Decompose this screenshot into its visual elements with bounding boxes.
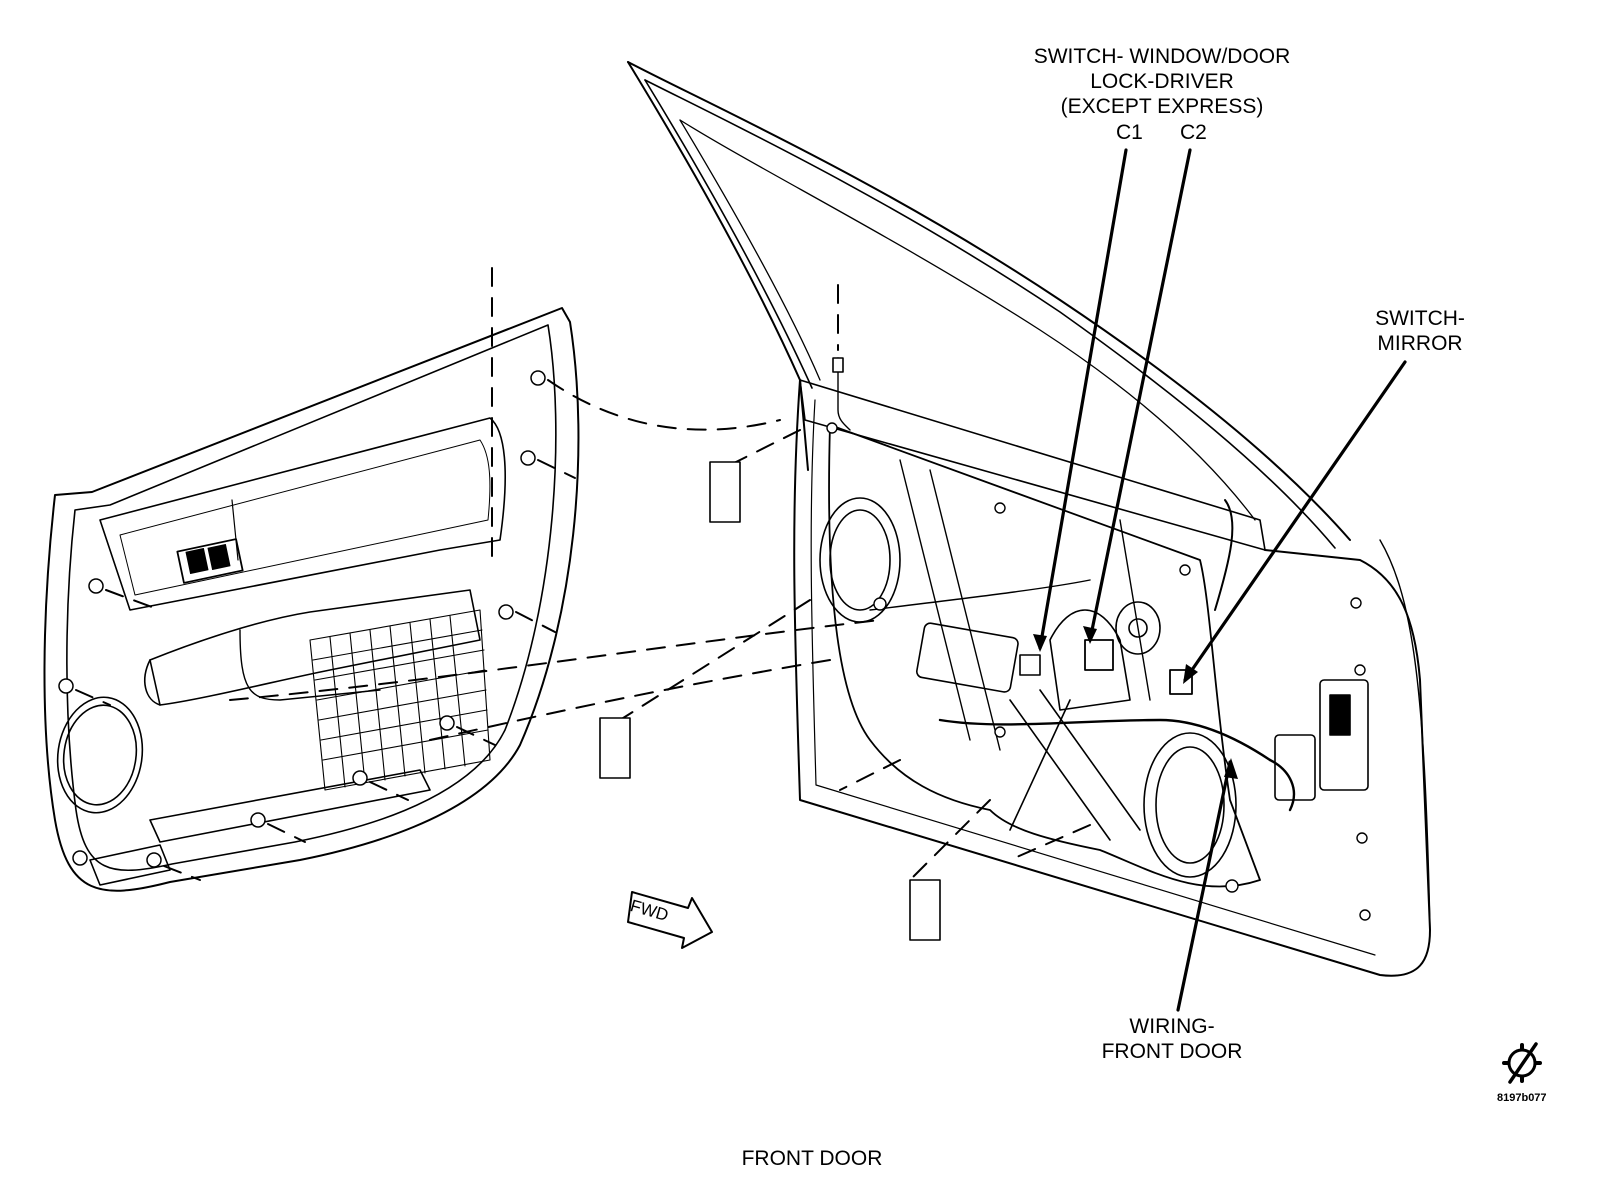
label-switch-mirror: SWITCH- MIRROR	[1375, 306, 1465, 356]
label-line-3: (EXCEPT EXPRESS)	[1060, 95, 1264, 118]
assembly-dash-lines-left	[75, 267, 881, 881]
leader-wiring-front-door	[1176, 760, 1232, 1012]
label-c1: C1	[1116, 121, 1143, 144]
figure-caption: FRONT DOOR	[741, 1147, 883, 1170]
seal-pads	[599, 461, 941, 941]
leader-switch-mirror	[1183, 360, 1407, 682]
door-trim-panel	[43, 307, 580, 892]
crossed-gear-icon	[1502, 1042, 1542, 1084]
label-line-1: SWITCH- WINDOW/DOOR	[1033, 45, 1291, 68]
assembly-dash-lines-right	[619, 284, 1091, 881]
figure-code: 8197b077	[1497, 1092, 1547, 1104]
leader-c2	[1088, 148, 1192, 642]
fwd-arrow-icon	[627, 891, 713, 949]
label-line-2: MIRROR	[1377, 332, 1463, 355]
label-line-2: FRONT DOOR	[1101, 1040, 1243, 1063]
callout-leaders	[1038, 148, 1407, 1012]
label-line-2: LOCK-DRIVER	[1090, 70, 1234, 93]
leader-c1	[1038, 148, 1128, 650]
label-switch-window-door-lock: SWITCH- WINDOW/DOOR LOCK-DRIVER (EXCEPT …	[1034, 44, 1291, 119]
label-wiring-front-door: WIRING- FRONT DOOR	[1102, 1014, 1243, 1064]
label-c2: C2	[1180, 121, 1207, 144]
label-line-1: SWITCH-	[1375, 307, 1465, 330]
door-inner-panel	[627, 61, 1431, 977]
label-line-1: WIRING-	[1129, 1015, 1215, 1038]
